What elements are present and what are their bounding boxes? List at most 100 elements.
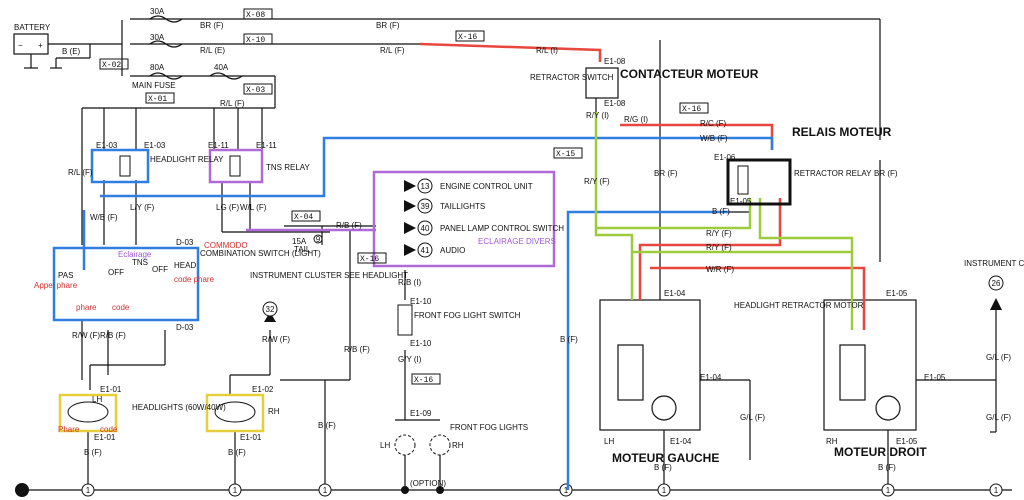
ground-ref: 1 bbox=[886, 486, 891, 495]
wire-label: B (F) bbox=[84, 448, 102, 457]
tns-relay-label: TNS RELAY bbox=[266, 163, 311, 172]
connector-id: E1-05 bbox=[886, 289, 908, 298]
motor-lh-label: LH bbox=[604, 437, 614, 446]
ground-ref: 1 bbox=[662, 486, 667, 495]
wire-label: BR (F) bbox=[200, 21, 224, 30]
wire-label: B (F) bbox=[878, 463, 896, 472]
connector-id: E1-08 bbox=[604, 99, 626, 108]
load-label: AUDIO bbox=[440, 246, 465, 255]
contacteur-label: CONTACTEUR MOTEUR bbox=[620, 67, 759, 81]
retractor-relay-box bbox=[726, 158, 792, 206]
blue-wires bbox=[82, 136, 774, 490]
ground-markers bbox=[15, 483, 1003, 497]
connector-id: E1-11 bbox=[208, 141, 229, 150]
tns-relay-box bbox=[208, 148, 264, 184]
wire-label: R/L (F) bbox=[380, 46, 405, 55]
connector-id: E1-04 bbox=[700, 373, 722, 382]
phare-label: phare bbox=[76, 303, 97, 312]
off-label: OFF bbox=[152, 265, 168, 274]
phare-lamp-label: Phare bbox=[58, 425, 80, 434]
connector-id: E1-06 bbox=[714, 153, 736, 162]
fuse-label: 40A bbox=[214, 63, 229, 72]
headlight-lh-box bbox=[58, 393, 118, 433]
wire-label: R/L (F) bbox=[220, 99, 245, 108]
connector-id: E1-04 bbox=[664, 289, 686, 298]
connector-id: E1-10 bbox=[410, 297, 432, 306]
wire-label: W/B (F) bbox=[90, 213, 118, 222]
component-labels: HEADLIGHT RELAY TNS RELAY RETRACTOR SWIT… bbox=[58, 73, 1024, 488]
commodo-label: COMMODO bbox=[204, 241, 248, 250]
wire-label: G/L (F) bbox=[986, 353, 1011, 362]
connector-tag: X-16 bbox=[360, 255, 379, 264]
combination-switch-label: COMBINATION SWITCH (LIGHT) bbox=[200, 249, 321, 258]
load-arrows bbox=[264, 180, 1002, 322]
ground-ref: 1 bbox=[564, 486, 569, 495]
combination-switch-box bbox=[52, 246, 200, 322]
connector-id: D-03 bbox=[176, 238, 194, 247]
wire-label: R/B (F) bbox=[100, 331, 126, 340]
moteur-droit-label: MOTEUR DROIT bbox=[834, 445, 927, 459]
battery-label: BATTERY bbox=[14, 23, 51, 32]
connector-id: E1-10 bbox=[410, 339, 432, 348]
wire-label: B (F) bbox=[228, 448, 246, 457]
wire-label: BR (F) bbox=[654, 169, 678, 178]
load-ref: 39 bbox=[421, 202, 430, 211]
load-list: 13 ENGINE CONTROL UNIT 39 TAILLIGHTS 40 … bbox=[266, 182, 1001, 314]
ground-ref: 1 bbox=[86, 486, 91, 495]
wire-label: R/L (E) bbox=[200, 46, 225, 55]
code-label: code bbox=[112, 303, 130, 312]
instrument-cluster-label: INSTRUMENT CLUSTER SEE HEADLIGHT bbox=[250, 271, 408, 280]
connector-id: E1-01 bbox=[240, 433, 262, 442]
fog-rh-label: RH bbox=[452, 441, 464, 450]
ref-9: 9 bbox=[316, 235, 321, 244]
wire-label: W/B (F) bbox=[700, 134, 728, 143]
wire-label: B (E) bbox=[62, 47, 81, 56]
wire-label: R/G (I) bbox=[624, 115, 648, 124]
connector-tag: X-04 bbox=[294, 213, 313, 222]
wire-label: R/Y (I) bbox=[586, 111, 609, 120]
load-label: ENGINE CONTROL UNIT bbox=[440, 182, 533, 191]
fog-lh-label: LH bbox=[380, 441, 390, 450]
ground-ref: 1 bbox=[233, 486, 238, 495]
wire-label: R/Y (F) bbox=[706, 229, 732, 238]
ref-26: 26 bbox=[992, 279, 1001, 288]
ground-ref: 1 bbox=[323, 486, 328, 495]
retractor-relay-label: RETRACTOR RELAY bbox=[794, 169, 872, 178]
wire-label: B (F) bbox=[654, 463, 672, 472]
fuse-label: 80A bbox=[150, 63, 165, 72]
load-ref: 13 bbox=[421, 182, 430, 191]
connector-tag: X-01 bbox=[148, 95, 167, 104]
fuse-15a-label: 15A bbox=[292, 237, 307, 246]
connector-tag: X-02 bbox=[102, 61, 121, 70]
ground-labels: 1 1 1 1 1 1 1 bbox=[86, 486, 999, 495]
option-label: (OPTION) bbox=[410, 479, 446, 488]
wire-label: R/Y (F) bbox=[584, 177, 610, 186]
connector-id: E1-11 bbox=[256, 141, 277, 150]
code-lamp-label: code bbox=[100, 425, 118, 434]
front-fog-switch-label: FRONT FOG LIGHT SWITCH bbox=[414, 311, 521, 320]
connector-id: E1-01 bbox=[94, 433, 116, 442]
appel-phare-label: Appel phare bbox=[34, 281, 78, 290]
wire-label: R/W (F) bbox=[72, 331, 100, 340]
ref-32: 32 bbox=[266, 305, 275, 314]
pas-label: PAS bbox=[58, 271, 73, 280]
connector-tag: X-03 bbox=[246, 86, 265, 95]
retractor-switch-label: RETRACTOR SWITCH bbox=[530, 73, 614, 82]
wire-label: R/Y (F) bbox=[706, 243, 732, 252]
connector-id: E1-01 bbox=[100, 385, 122, 394]
connector-id: E1-02 bbox=[252, 385, 274, 394]
eclairage-label: Eclairage bbox=[118, 250, 152, 259]
connector-tag: X-08 bbox=[246, 11, 265, 20]
connector-tags: X-08 X-10 X-03 X-02 X-01 X-16 X-16 X-15 … bbox=[99, 8, 709, 385]
loads-box bbox=[372, 170, 556, 268]
rh-label: RH bbox=[268, 407, 280, 416]
code-phare-label: code phare bbox=[174, 275, 215, 284]
connector-id: D-03 bbox=[176, 323, 194, 332]
headlight-relay-box bbox=[90, 148, 150, 184]
battery-plus: + bbox=[38, 41, 43, 50]
load-label: PANEL LAMP CONTROL SWITCH bbox=[440, 224, 564, 233]
tns-label: TNS bbox=[132, 258, 148, 267]
